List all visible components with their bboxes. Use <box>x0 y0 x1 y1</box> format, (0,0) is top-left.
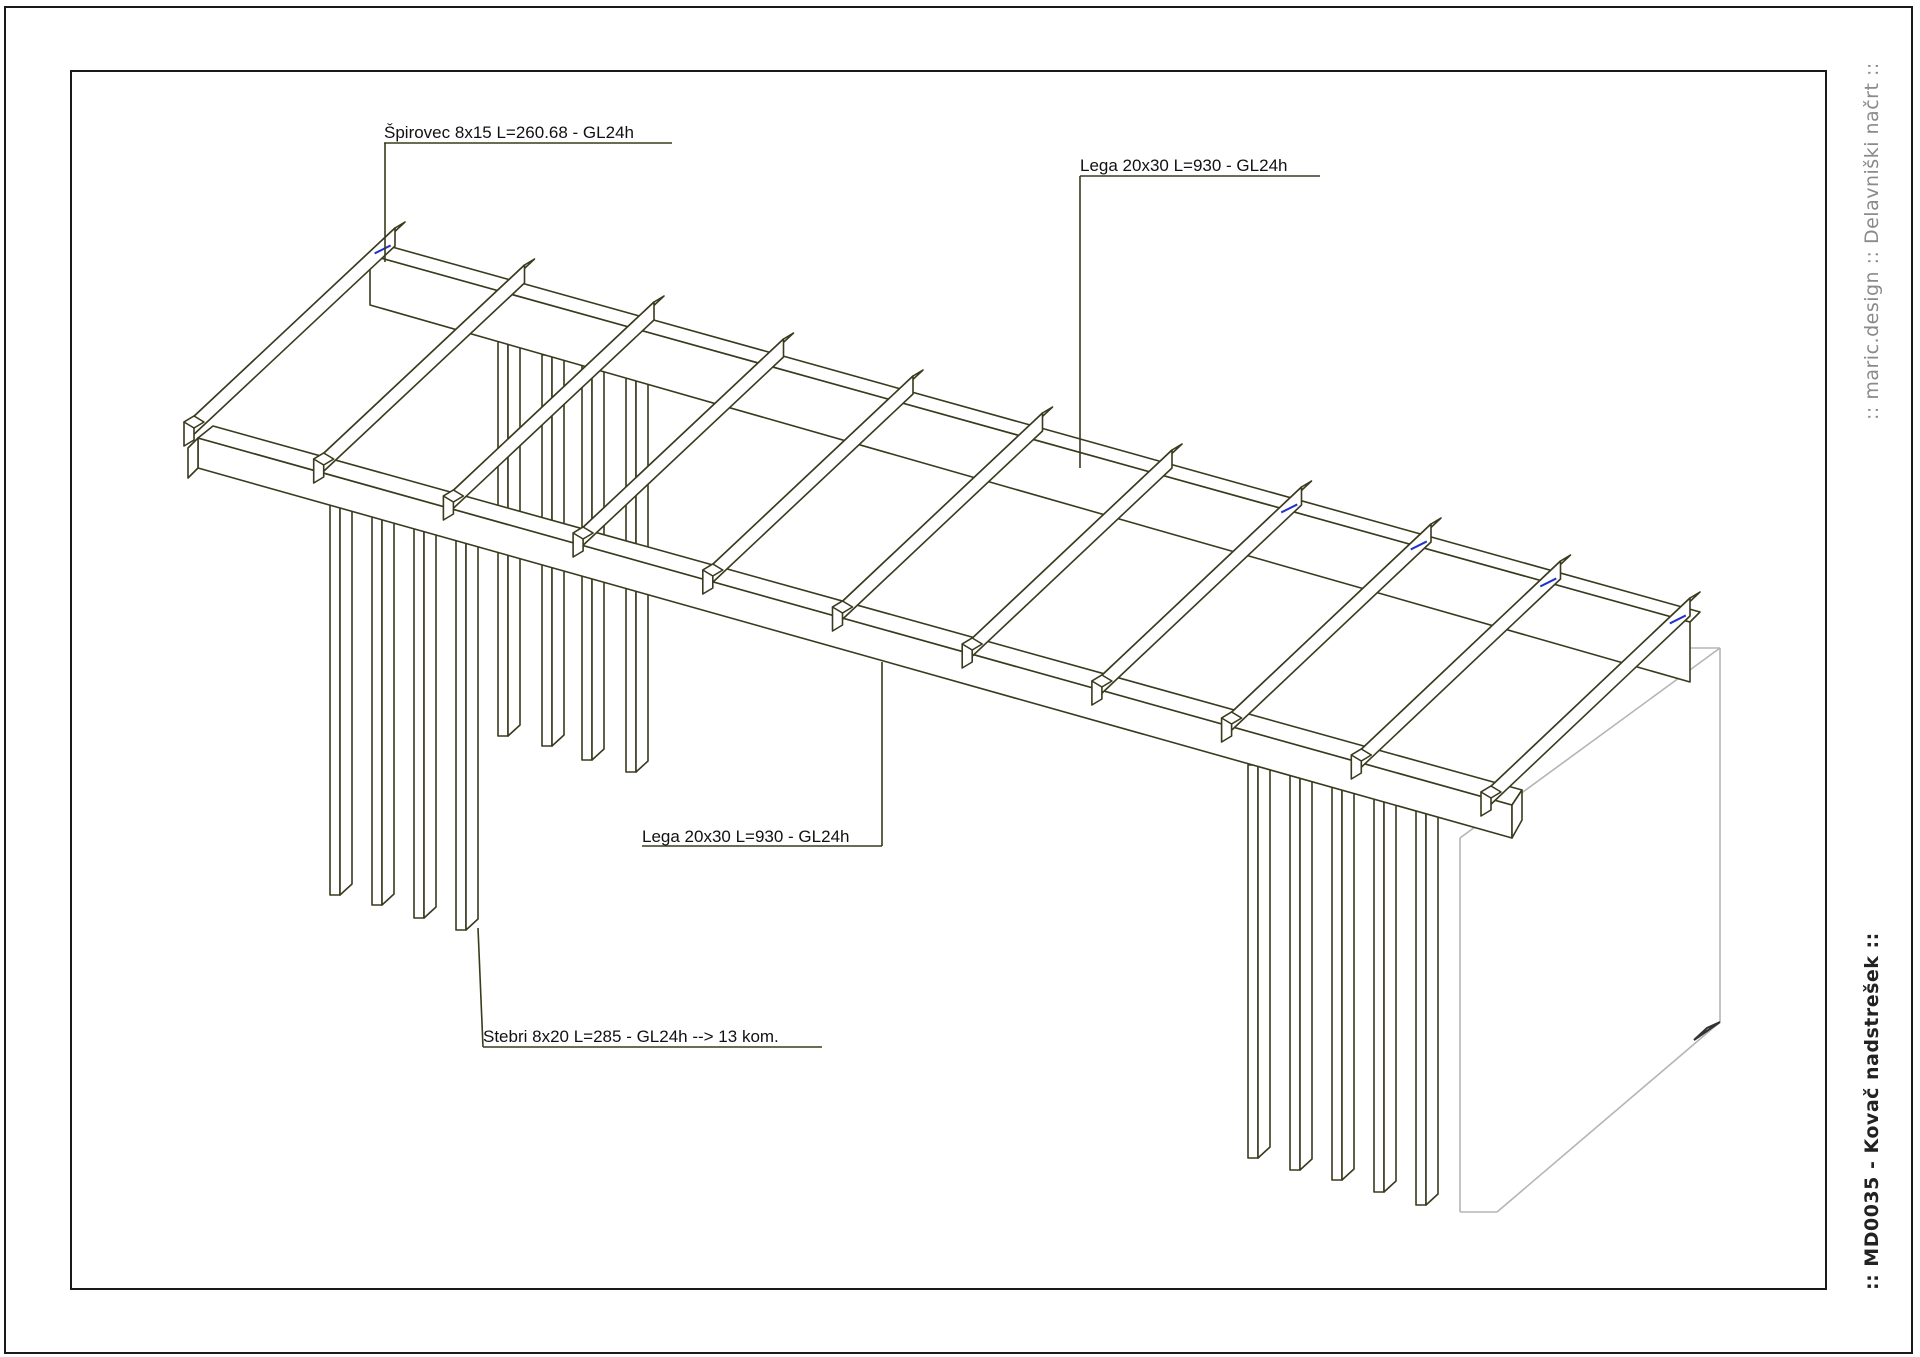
leader-lines <box>384 142 1320 1048</box>
column-post <box>371 509 383 906</box>
column-post-side <box>1383 783 1397 1193</box>
rafter-end-top <box>701 563 724 577</box>
column-post-side <box>465 518 479 931</box>
front-columns <box>329 488 1439 1206</box>
rafter-end-top <box>831 600 854 614</box>
direction-arrow-icon <box>1693 1021 1721 1041</box>
rafter-end-top <box>442 489 465 503</box>
existing-wall <box>1459 647 1721 1213</box>
rafter-end-top <box>1091 674 1113 688</box>
label-beam-back: Lega 20x30 L=930 - GL24h <box>1080 156 1287 175</box>
column-post <box>1331 784 1343 1181</box>
column-post <box>413 519 425 919</box>
label-columns: Stebri 8x20 L=285 - GL24h --> 13 kom. <box>483 1027 779 1046</box>
column-post-side <box>1341 773 1355 1181</box>
column-post-side <box>339 488 353 896</box>
back-beam <box>369 244 1701 683</box>
rafters <box>183 221 1701 817</box>
column-post-side <box>1425 793 1439 1206</box>
connector-mark <box>1669 614 1687 625</box>
outer-border <box>4 6 1913 1354</box>
leader-columns <box>477 927 484 1048</box>
front-beam-end-left <box>187 437 199 479</box>
rafter-end-top <box>1480 785 1502 799</box>
rafter-side <box>189 227 396 439</box>
column-post-side <box>1257 753 1271 1159</box>
rafter-end-top <box>961 637 984 651</box>
back-beam-face <box>369 254 1691 683</box>
column-post-side <box>1299 763 1313 1171</box>
column-post-side <box>423 508 437 919</box>
column-post <box>1247 764 1259 1159</box>
rafter-end-top <box>1220 711 1243 725</box>
connector-mark <box>1280 503 1298 514</box>
label-beam-front: Lega 20x30 L=930 - GL24h <box>642 827 849 846</box>
column-post <box>1289 774 1301 1171</box>
rafter-end-top <box>183 415 205 429</box>
front-beam-end <box>1511 789 1523 839</box>
column-post <box>329 499 341 896</box>
rafter-end-top <box>312 452 335 466</box>
connector-mark <box>1539 577 1557 588</box>
front-beam-top <box>197 425 1523 806</box>
front-beam <box>187 425 1523 839</box>
column-post <box>455 529 467 931</box>
column-post <box>1415 804 1427 1206</box>
title-block-top: :: maric.design :: Delavniški načrt :: <box>1861 62 1883 420</box>
rafter-end-top <box>572 526 594 540</box>
title-block-bottom: :: MD0035 - Kovač nadstrešek :: <box>1861 932 1883 1290</box>
connector-mark <box>1410 540 1428 551</box>
label-rafter: Špirovec 8x15 L=260.68 - GL24h <box>384 123 634 142</box>
rafter-end-top <box>1350 748 1373 762</box>
column-post <box>1373 794 1385 1193</box>
column-post-side <box>381 498 395 906</box>
connector-mark <box>374 244 392 255</box>
inner-frame <box>70 70 1827 1290</box>
